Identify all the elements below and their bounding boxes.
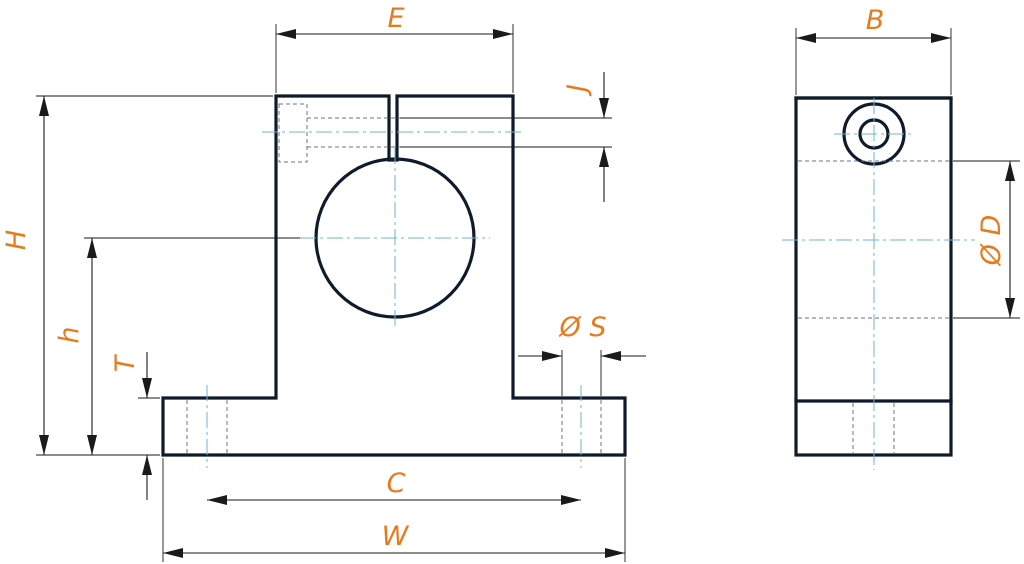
label-j: J <box>562 84 593 97</box>
label-e: E <box>387 3 404 34</box>
arrowhead <box>599 147 609 167</box>
arrowhead <box>39 96 49 116</box>
dimensions <box>36 24 1020 562</box>
label-c: C <box>387 468 406 499</box>
arrowhead <box>493 29 513 39</box>
arrowhead <box>276 29 296 39</box>
arrowhead <box>87 238 97 258</box>
label-t: T <box>110 353 141 372</box>
arrowhead <box>561 495 581 505</box>
label-w: W <box>382 521 410 552</box>
arrowhead <box>1005 161 1015 181</box>
arrowhead <box>87 435 97 455</box>
dimension-labels: E B C W Ø S J H h T Ø D <box>1 3 1007 552</box>
label-b: B <box>866 5 885 36</box>
arrowhead <box>1005 298 1015 318</box>
arrowhead <box>931 33 951 43</box>
label-s: Ø S <box>559 312 607 343</box>
arrowhead <box>39 435 49 455</box>
arrowhead <box>163 548 183 558</box>
label-h-center: h <box>54 326 85 343</box>
label-h-total: H <box>1 230 32 250</box>
arrowhead <box>207 495 227 505</box>
arrowhead <box>601 351 621 361</box>
clamp-screw-head-hidden <box>278 103 308 163</box>
arrowhead <box>142 378 152 398</box>
side-view <box>782 96 975 470</box>
arrowhead <box>796 33 816 43</box>
label-d: Ø D <box>976 215 1007 267</box>
front-view-outline <box>161 94 627 457</box>
front-view <box>161 94 627 468</box>
arrowhead <box>605 548 625 558</box>
arrowhead <box>542 351 562 361</box>
arrowhead <box>142 455 152 475</box>
arrowhead <box>599 98 609 118</box>
